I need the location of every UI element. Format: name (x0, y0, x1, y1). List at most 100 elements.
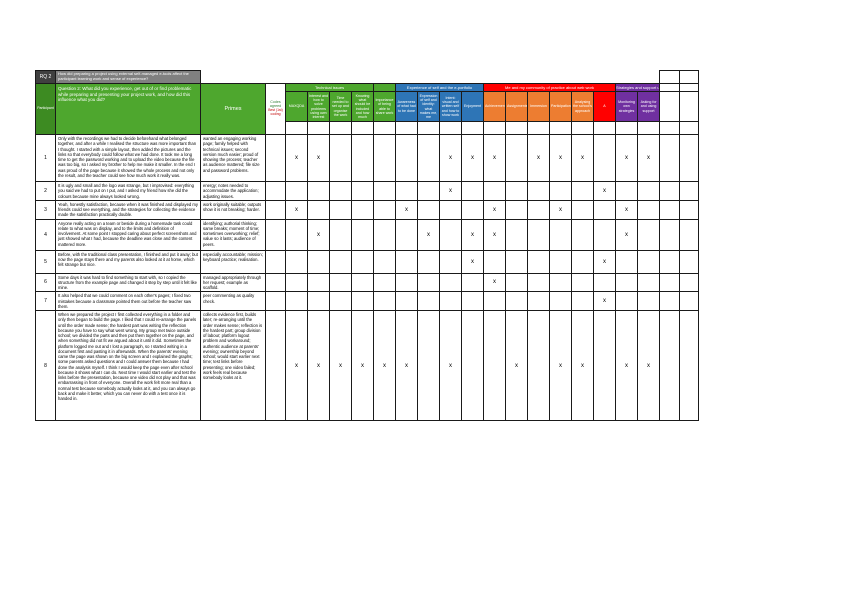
row-number-cell[interactable]: 4 (35, 218, 56, 251)
row-number-cell[interactable]: 5 (35, 249, 56, 274)
response-cell[interactable]: Before, with the traditional class prese… (55, 249, 201, 274)
row-number-cell[interactable]: 3 (35, 199, 56, 220)
mark-cell[interactable] (505, 199, 528, 220)
mark-cell[interactable]: x (329, 310, 352, 421)
row-number-cell[interactable]: 8 (35, 310, 56, 421)
mark-cell[interactable] (395, 218, 418, 251)
column-header[interactable]: MAXQDA (285, 91, 308, 122)
mark-cell[interactable]: x (285, 134, 308, 182)
empty-cell[interactable] (659, 218, 681, 251)
response-cell[interactable]: Only with the recordings we had to decid… (55, 134, 201, 182)
empty-cell[interactable] (659, 134, 681, 182)
empty-cell[interactable] (679, 310, 700, 421)
mark-cell[interactable] (505, 272, 528, 293)
mark-cell[interactable]: x (527, 134, 550, 182)
subheader-cell[interactable] (636, 121, 661, 135)
column-header[interactable]: A (593, 91, 616, 122)
mark-cell[interactable] (593, 272, 616, 293)
mark-cell[interactable] (571, 249, 594, 274)
mark-cell[interactable]: x (439, 181, 462, 201)
subheader-cell[interactable] (483, 121, 506, 135)
mark-cell[interactable] (351, 272, 374, 293)
row-number-cell[interactable]: 7 (35, 291, 56, 311)
response-cell[interactable]: It is ugly and small and the logo was st… (55, 181, 201, 201)
mark-cell[interactable] (505, 181, 528, 201)
subheader-cell[interactable] (505, 121, 528, 135)
mark-cell[interactable] (505, 218, 528, 251)
subheader-cell[interactable] (439, 121, 462, 135)
mark-cell[interactable]: x (439, 134, 462, 182)
mark-cell[interactable]: x (636, 310, 661, 421)
question-header[interactable]: Question 2: What did you experience, get… (55, 83, 201, 135)
mark-cell[interactable] (461, 199, 484, 220)
mark-cell[interactable] (483, 310, 506, 421)
mark-cell[interactable] (307, 199, 330, 220)
empty-cell[interactable] (679, 134, 700, 182)
primes-cell[interactable]: peer commenting as quality check. (200, 291, 266, 311)
column-header[interactable]: Participation (549, 91, 572, 122)
mark-cell[interactable]: x (483, 199, 506, 220)
mark-cell[interactable]: x (483, 272, 506, 293)
mark-cell[interactable] (549, 291, 572, 311)
response-cell[interactable]: Yeah, honestly satisfaction, because whe… (55, 199, 201, 220)
mark-cell[interactable] (373, 181, 396, 201)
empty-cell[interactable] (679, 218, 700, 251)
empty-cell[interactable] (659, 91, 681, 122)
empty-cell[interactable] (679, 91, 700, 122)
subheader-cell[interactable] (549, 121, 572, 135)
column-header[interactable]: Achievement (483, 91, 506, 122)
participant-header[interactable]: Participant (35, 83, 56, 135)
subheader-cell[interactable] (329, 121, 352, 135)
column-header[interactable]: Monitoring own strategies (615, 91, 638, 122)
mark-cell[interactable]: x (285, 199, 308, 220)
mark-cell[interactable] (636, 218, 661, 251)
codes-cell[interactable] (265, 249, 286, 274)
response-cell[interactable]: It also helped that we could comment on … (55, 291, 201, 311)
mark-cell[interactable]: x (483, 134, 506, 182)
empty-cell[interactable] (659, 199, 681, 220)
mark-cell[interactable] (329, 218, 352, 251)
mark-cell[interactable] (417, 272, 440, 293)
response-cell[interactable]: Anyone really acting on a team or beside… (55, 218, 201, 251)
empty-cell[interactable] (659, 310, 681, 421)
row-number-cell[interactable]: 2 (35, 181, 56, 201)
empty-cell[interactable] (659, 291, 681, 311)
mark-cell[interactable]: x (307, 310, 330, 421)
mark-cell[interactable] (395, 134, 418, 182)
codes-cell[interactable] (265, 310, 286, 421)
subheader-cell[interactable] (351, 121, 374, 135)
mark-cell[interactable] (351, 134, 374, 182)
mark-cell[interactable] (329, 181, 352, 201)
mark-cell[interactable] (615, 181, 638, 201)
mark-cell[interactable]: x (461, 218, 484, 251)
empty-cell[interactable] (659, 249, 681, 274)
subheader-cell[interactable] (527, 121, 550, 135)
mark-cell[interactable] (285, 218, 308, 251)
mark-cell[interactable] (417, 181, 440, 201)
mark-cell[interactable] (351, 249, 374, 274)
primes-cell[interactable]: energy; notes needed to accommodate the … (200, 181, 266, 201)
group-band[interactable] (373, 83, 396, 92)
mark-cell[interactable] (329, 249, 352, 274)
column-header[interactable]: Expression of self and identity: what ma… (417, 91, 440, 122)
codes-cell[interactable] (265, 199, 286, 220)
mark-cell[interactable]: x (373, 310, 396, 421)
mark-cell[interactable] (307, 181, 330, 201)
mark-cell[interactable] (549, 181, 572, 201)
mark-cell[interactable]: x (549, 134, 572, 182)
mark-cell[interactable] (527, 310, 550, 421)
mark-cell[interactable] (571, 291, 594, 311)
mark-cell[interactable]: x (417, 218, 440, 251)
mark-cell[interactable] (439, 199, 462, 220)
column-header[interactable]: Intent: visual and written self and how … (439, 91, 462, 122)
empty-cell[interactable] (679, 83, 700, 92)
empty-cell[interactable] (659, 83, 681, 92)
mark-cell[interactable] (307, 249, 330, 274)
mark-cell[interactable]: x (593, 291, 616, 311)
mark-cell[interactable] (417, 310, 440, 421)
column-header[interactable]: Knowing what should be included and how … (351, 91, 374, 122)
mark-cell[interactable]: x (593, 249, 616, 274)
mark-cell[interactable] (329, 199, 352, 220)
subheader-cell[interactable] (417, 121, 440, 135)
mark-cell[interactable] (329, 272, 352, 293)
